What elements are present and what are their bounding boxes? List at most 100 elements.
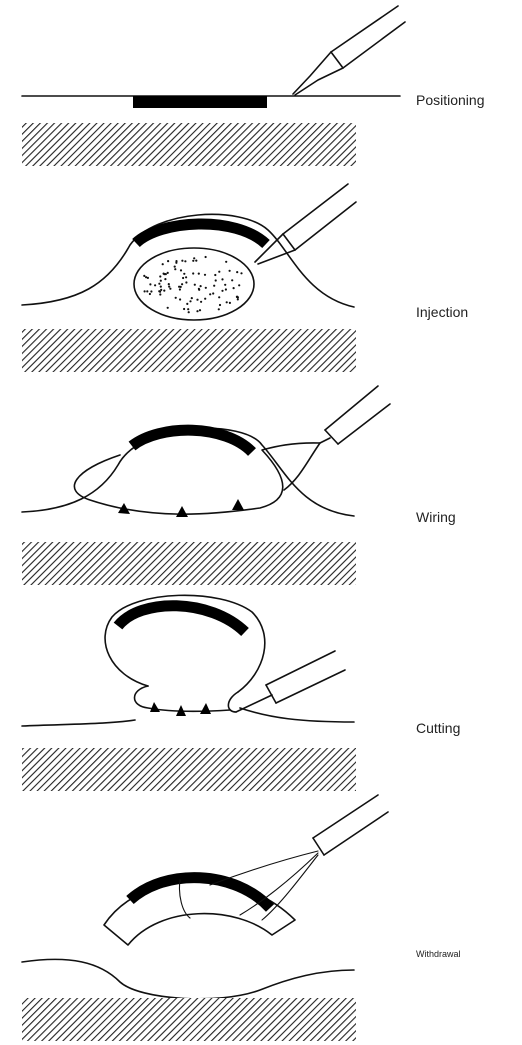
fluid-dot <box>237 298 239 300</box>
fluid-dot <box>180 286 182 288</box>
fluid-dot <box>213 285 215 287</box>
fluid-dot <box>146 290 148 292</box>
muscle-layer <box>22 998 356 1041</box>
fluid-dot <box>143 275 145 277</box>
lesion <box>133 96 267 108</box>
label-cutting: Cutting <box>416 720 460 736</box>
fluid-dot <box>218 271 220 273</box>
fluid-dot <box>149 283 151 285</box>
snare-return <box>284 443 320 490</box>
lesion <box>118 606 245 632</box>
fluid-dot <box>221 278 223 280</box>
fluid-dot <box>240 272 242 274</box>
fluid-dot <box>175 260 177 262</box>
fluid-dot <box>149 293 151 295</box>
fluid-dot <box>185 276 187 278</box>
fluid-dot <box>159 275 161 277</box>
fluid-dot <box>192 260 194 262</box>
fluid-dot <box>162 263 164 265</box>
fluid-dot <box>168 283 170 285</box>
fluid-dot <box>187 308 189 310</box>
fluid-dot <box>181 260 183 262</box>
fluid-dot <box>179 288 181 290</box>
lesion <box>130 878 270 908</box>
fluid-dot <box>229 302 231 304</box>
fluid-dot <box>189 300 191 302</box>
fluid-dot <box>205 256 207 258</box>
fluid-dot <box>195 260 197 262</box>
fluid-dot <box>144 290 146 292</box>
fluid-dot <box>167 272 169 274</box>
step-withdrawal: Withdrawal <box>22 795 461 1041</box>
step-wiring: Wiring <box>22 386 456 585</box>
fluid-dot <box>219 304 221 306</box>
step-injection: Injection <box>22 184 468 372</box>
fluid-dot <box>218 308 220 310</box>
fluid-dot <box>194 284 196 286</box>
fluid-dot <box>236 296 238 298</box>
fluid-dot <box>196 299 198 301</box>
muscle-layer <box>22 748 356 791</box>
fluid-dot <box>231 279 233 281</box>
fluid-dot <box>158 283 160 285</box>
fluid-dot <box>204 274 206 276</box>
label-wiring: Wiring <box>416 509 456 525</box>
fluid-dot <box>174 268 176 270</box>
fluid-dot <box>204 298 206 300</box>
snare-instrument <box>313 795 388 855</box>
fluid-dot <box>214 274 216 276</box>
fluid-dot <box>185 281 187 283</box>
step-positioning: Positioning <box>22 6 485 166</box>
fluid-dot <box>183 308 185 310</box>
label-positioning: Positioning <box>416 92 485 108</box>
lesion <box>132 430 252 452</box>
muscle-layer <box>22 542 356 585</box>
fluid-dot <box>160 280 162 282</box>
fluid-dot <box>233 287 235 289</box>
fluid-dot <box>169 288 171 290</box>
fluid-dot <box>192 272 194 274</box>
fluid-dot <box>218 296 220 298</box>
lesion <box>136 224 266 244</box>
fluid-dot <box>154 284 156 286</box>
needle-instrument <box>293 6 405 95</box>
snare-inner-curve <box>179 880 190 918</box>
mucosa-depression <box>22 959 354 998</box>
fluid-dot <box>198 288 200 290</box>
snare-instrument <box>320 386 390 444</box>
stalk-left <box>135 686 231 711</box>
fluid-dot <box>199 309 201 311</box>
fluid-dot <box>209 293 211 295</box>
fluid-dot <box>200 285 202 287</box>
snare-instrument <box>236 651 345 712</box>
fluid-dot <box>160 289 162 291</box>
fluid-dot <box>215 279 217 281</box>
fluid-dot <box>183 273 185 275</box>
snare-loop <box>74 443 320 514</box>
fluid-dot <box>225 288 227 290</box>
needle-instrument <box>255 184 356 264</box>
fluid-dot <box>229 270 231 272</box>
fluid-dot <box>196 310 198 312</box>
muscle-layer <box>22 329 356 372</box>
fluid-dot <box>163 290 165 292</box>
fluid-dot <box>159 293 161 295</box>
muscle-layer <box>22 123 356 166</box>
fluid-dot <box>238 284 240 286</box>
wire-tooth-2 <box>176 506 188 517</box>
fluid-dot <box>224 284 226 286</box>
fluid-dot <box>226 301 228 303</box>
fluid-dot <box>212 292 214 294</box>
fluid-dot <box>168 286 170 288</box>
fluid-dot <box>150 290 152 292</box>
fluid-dot <box>205 287 207 289</box>
fluid-dot <box>191 297 193 299</box>
fluid-dot <box>225 261 227 263</box>
fluid-dot <box>188 311 190 313</box>
fluid-dot <box>167 260 169 262</box>
fluid-dot <box>184 260 186 262</box>
fluid-dot <box>221 290 223 292</box>
fluid-dot <box>164 278 166 280</box>
stalk-right <box>228 692 238 712</box>
